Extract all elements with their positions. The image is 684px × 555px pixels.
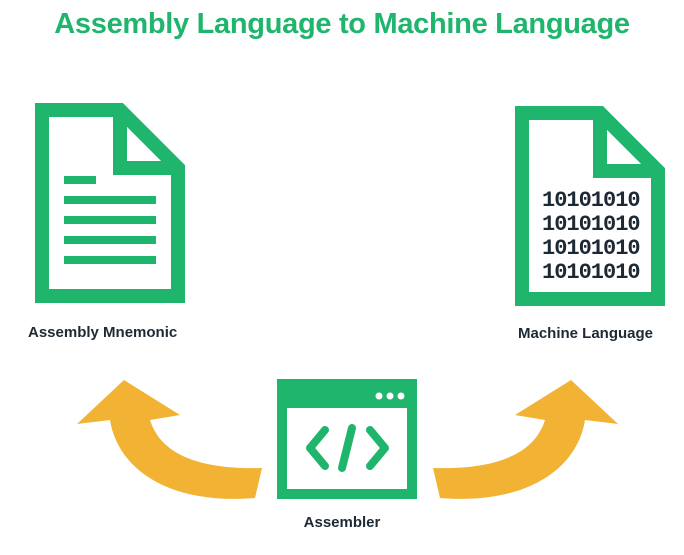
- curved-arrow-left-icon: [77, 380, 262, 499]
- window-dot: [397, 392, 405, 400]
- binary-line: 10101010: [542, 188, 640, 213]
- window-dot: [375, 392, 383, 400]
- chevron-left-icon: [306, 426, 329, 470]
- binary-document-icon: 10101010 10101010 10101010 10101010: [515, 106, 665, 306]
- chevron-right-icon: [366, 426, 389, 470]
- code-window-icon: [277, 379, 417, 499]
- slash-icon: [338, 424, 356, 472]
- binary-line: 10101010: [542, 212, 640, 237]
- text-document-icon: [35, 103, 185, 303]
- machine-language-label: Machine Language: [518, 325, 654, 342]
- window-dot: [386, 392, 394, 400]
- diagram-title: Assembly Language to Machine Language: [54, 8, 630, 40]
- binary-line: 10101010: [542, 260, 640, 285]
- curved-arrow-right-icon: [433, 380, 618, 499]
- assembler-label: Assembler: [303, 514, 381, 531]
- binary-line: 10101010: [542, 236, 640, 261]
- assembly-mnemonic-label: Assembly Mnemonic: [28, 324, 178, 341]
